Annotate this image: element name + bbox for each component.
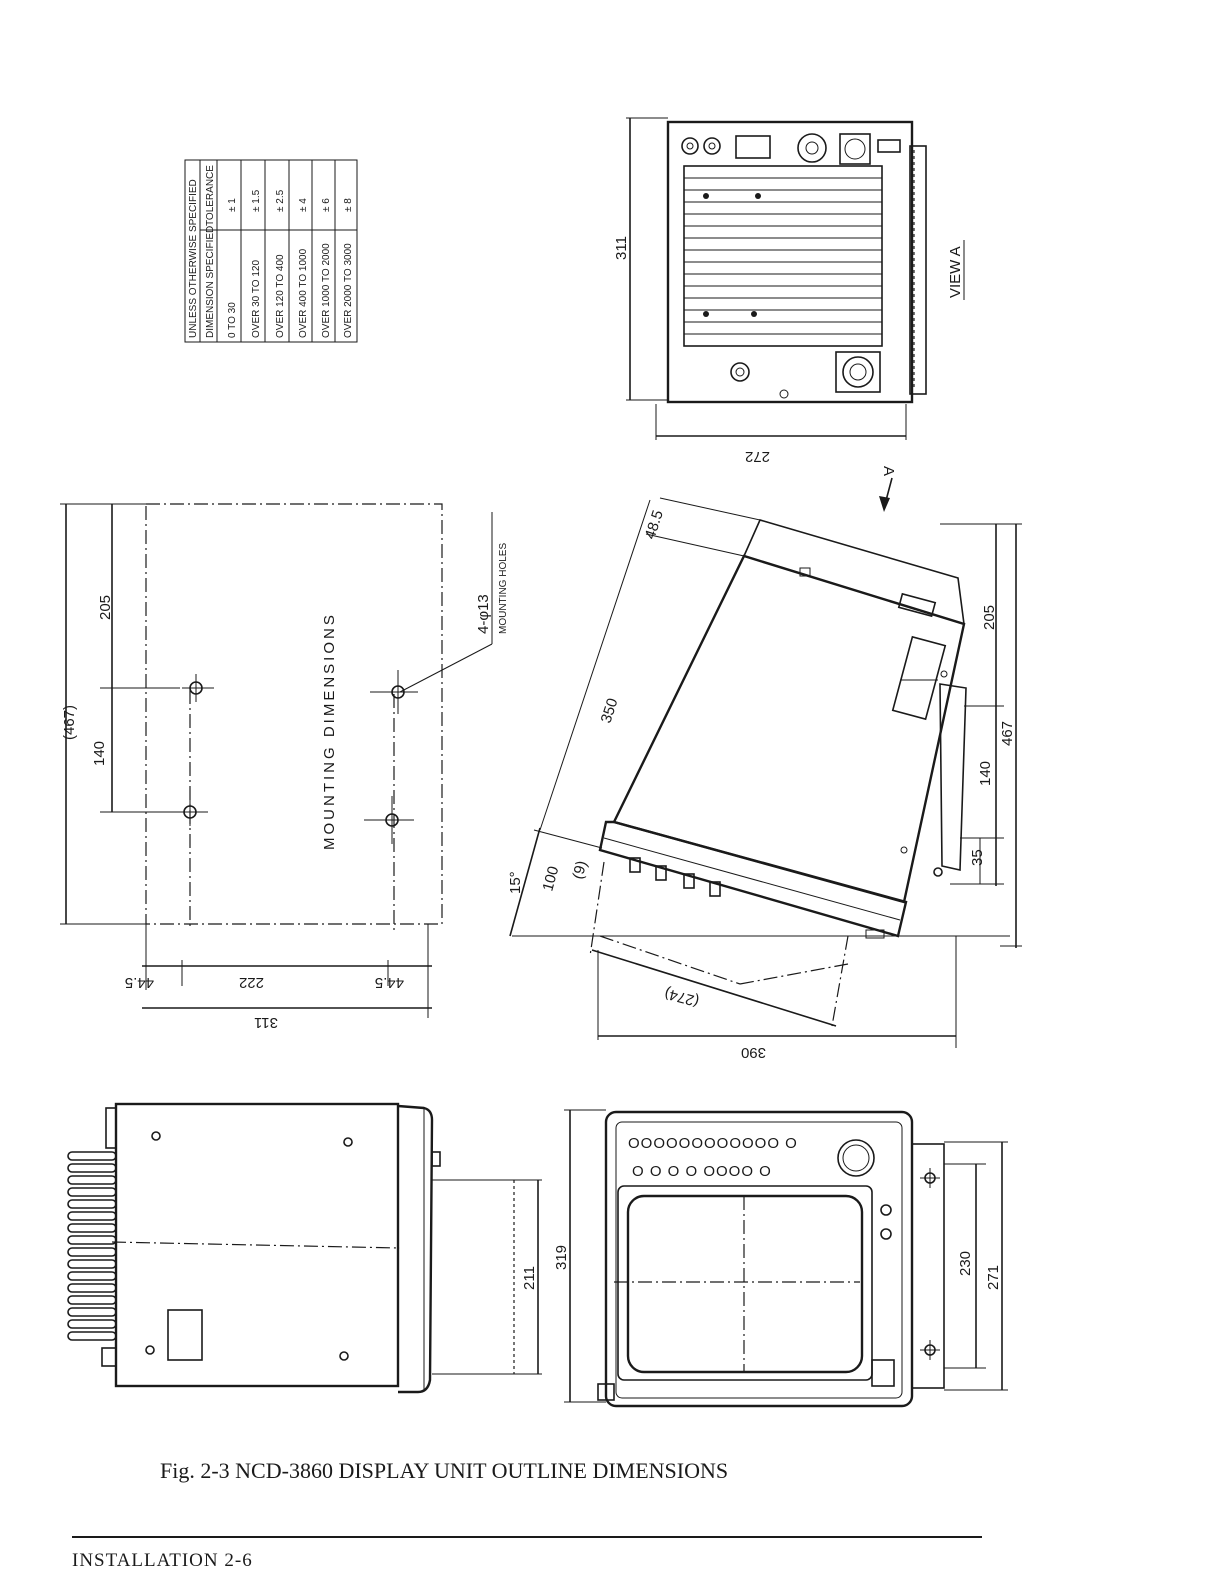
heatsink-fins [684, 177, 882, 335]
tolerance-table: UNLESS OTHERWISE SPECIFIED DIMENSION SPE… [184, 159, 358, 343]
tilt-overall-depth-dim: 390 [741, 1044, 766, 1061]
mounting-hole [176, 798, 208, 826]
rear-width-dim: 272 [745, 448, 770, 465]
tolerance-range: OVER 120 TO 400 [275, 254, 286, 338]
mounting-overall-height-dim: (467) [61, 705, 78, 740]
tilt-bottom-dim: 35 [969, 849, 986, 866]
tolerance-range: OVER 1000 TO 2000 [321, 243, 332, 338]
tolerance-range: OVER 2000 TO 3000 [343, 243, 354, 338]
mounting-right-margin-dim: 44.5 [375, 974, 404, 991]
figure-caption: Fig. 2-3 NCD-3860 DISPLAY UNIT OUTLINE D… [160, 1458, 729, 1483]
tolerance-value: ± 1 [227, 198, 238, 212]
tilt-front-offset-dim: (9) [569, 859, 590, 881]
tolerance-value: ± 1.5 [251, 189, 262, 212]
tolerance-title: UNLESS OTHERWISE SPECIFIED [188, 179, 199, 338]
tilt-angle-label: 15° [507, 871, 524, 894]
tilt-front-dim: 100 [539, 864, 562, 893]
mounting-top-dim: 205 [97, 595, 114, 620]
mounting-overall-width-dim: 311 [254, 1014, 278, 1031]
holes-label-size: 4-φ13 [475, 594, 492, 634]
tolerance-header-dimension: DIMENSION SPECIFIED [205, 226, 216, 338]
tilt-base-dim: (274) [663, 984, 701, 1009]
tilt-overall-height-dim: 467 [999, 721, 1016, 746]
tilt-hole-pitch-dim: 140 [977, 761, 994, 786]
tolerance-value: ± 4 [298, 198, 309, 212]
side-height-dim: 211 [521, 1266, 538, 1290]
rear-height-dim: 311 [613, 236, 630, 260]
front-knob-row-1: OOOOOOOOOOOO O [628, 1135, 798, 1152]
tolerance-range: OVER 400 TO 1000 [298, 248, 309, 338]
mounting-hole-span-dim: 222 [239, 974, 264, 991]
front-bracket-height-dim: 271 [985, 1265, 1002, 1290]
holes-label-text: MOUNTING HOLES [498, 543, 509, 634]
tolerance-range: 0 TO 30 [227, 302, 238, 338]
mounting-left-margin-dim: 44.5 [125, 974, 154, 991]
tilt-top-right-dim: 205 [981, 605, 998, 630]
tolerance-value: ± 6 [321, 198, 332, 212]
tolerance-value: ± 8 [343, 198, 354, 212]
mounting-title: MOUNTING DIMENSIONS [321, 612, 338, 850]
page-footer: INSTALLATION 2-6 [72, 1550, 253, 1571]
tolerance-range: OVER 30 TO 120 [251, 260, 262, 338]
front-hole-pitch-dim: 230 [957, 1251, 974, 1276]
tilt-length-dim: 350 [598, 696, 622, 725]
view-arrow-label: A [880, 466, 897, 476]
mounting-hole [364, 796, 414, 844]
tilted-side-view: 48.5 350 15° 100 (9) (274) 390 205 467 1… [507, 497, 1022, 1061]
rear-view: 311 272 VIEW A A [613, 117, 965, 512]
front-view: OOOOOOOOOOOO O O O O O OOOO O 319 230 27… [553, 1109, 1008, 1408]
footer-rule [72, 1536, 982, 1538]
side-fins [67, 1151, 117, 1341]
view-a-label: VIEW A [947, 246, 964, 298]
side-view: 211 [67, 1102, 542, 1394]
mounting-pitch-dim: 140 [91, 741, 108, 766]
front-height-dim: 319 [553, 1245, 570, 1270]
front-knob-row-2: O O O O OOOO O [632, 1163, 772, 1180]
tolerance-header-tolerance: TOLERANCE [205, 165, 216, 226]
mounting-hole [370, 670, 418, 714]
mounting-hole [182, 674, 214, 702]
mounting-template: MOUNTING DIMENSIONS 4-φ13 MOUNTING HOLES… [60, 503, 509, 1031]
tolerance-value: ± 2.5 [275, 189, 286, 212]
